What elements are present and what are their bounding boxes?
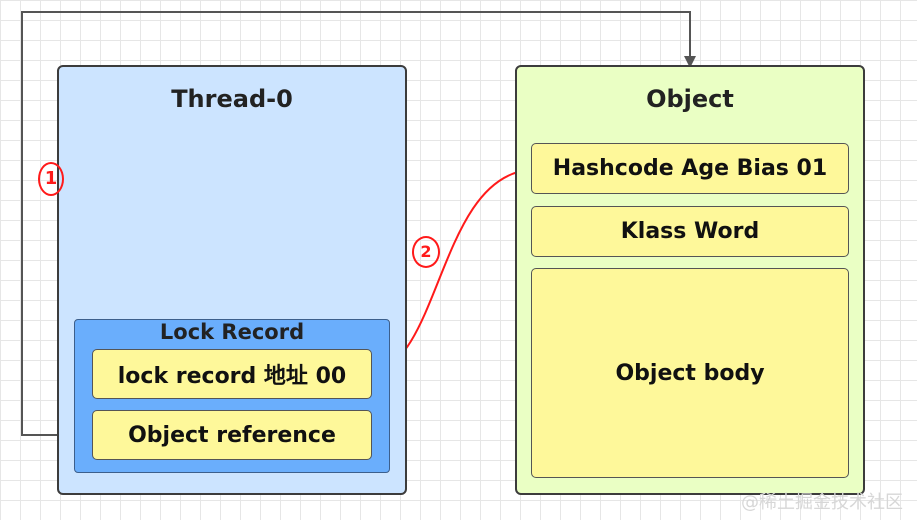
object-body-cell: Object body (531, 268, 849, 478)
object-title: Object (646, 85, 734, 113)
watermark: @稀土掘金技术社区 (741, 492, 903, 513)
step-2-label: 2 (412, 236, 440, 268)
step-1-label: 1 (38, 162, 64, 196)
mark-word-cell: Hashcode Age Bias 01 (531, 143, 849, 194)
klass-word-cell: Klass Word (531, 206, 849, 257)
thread-title: Thread-0 (171, 85, 293, 113)
object-reference-cell: Object reference (92, 410, 372, 460)
lock-record-title: Lock Record (159, 320, 305, 344)
step-2-annotation: 2 (412, 236, 440, 268)
step-1-annotation: 1 (38, 162, 64, 196)
object-reference-connector (21, 11, 696, 436)
lock-record-address-cell: lock record 地址 00 (92, 349, 372, 399)
